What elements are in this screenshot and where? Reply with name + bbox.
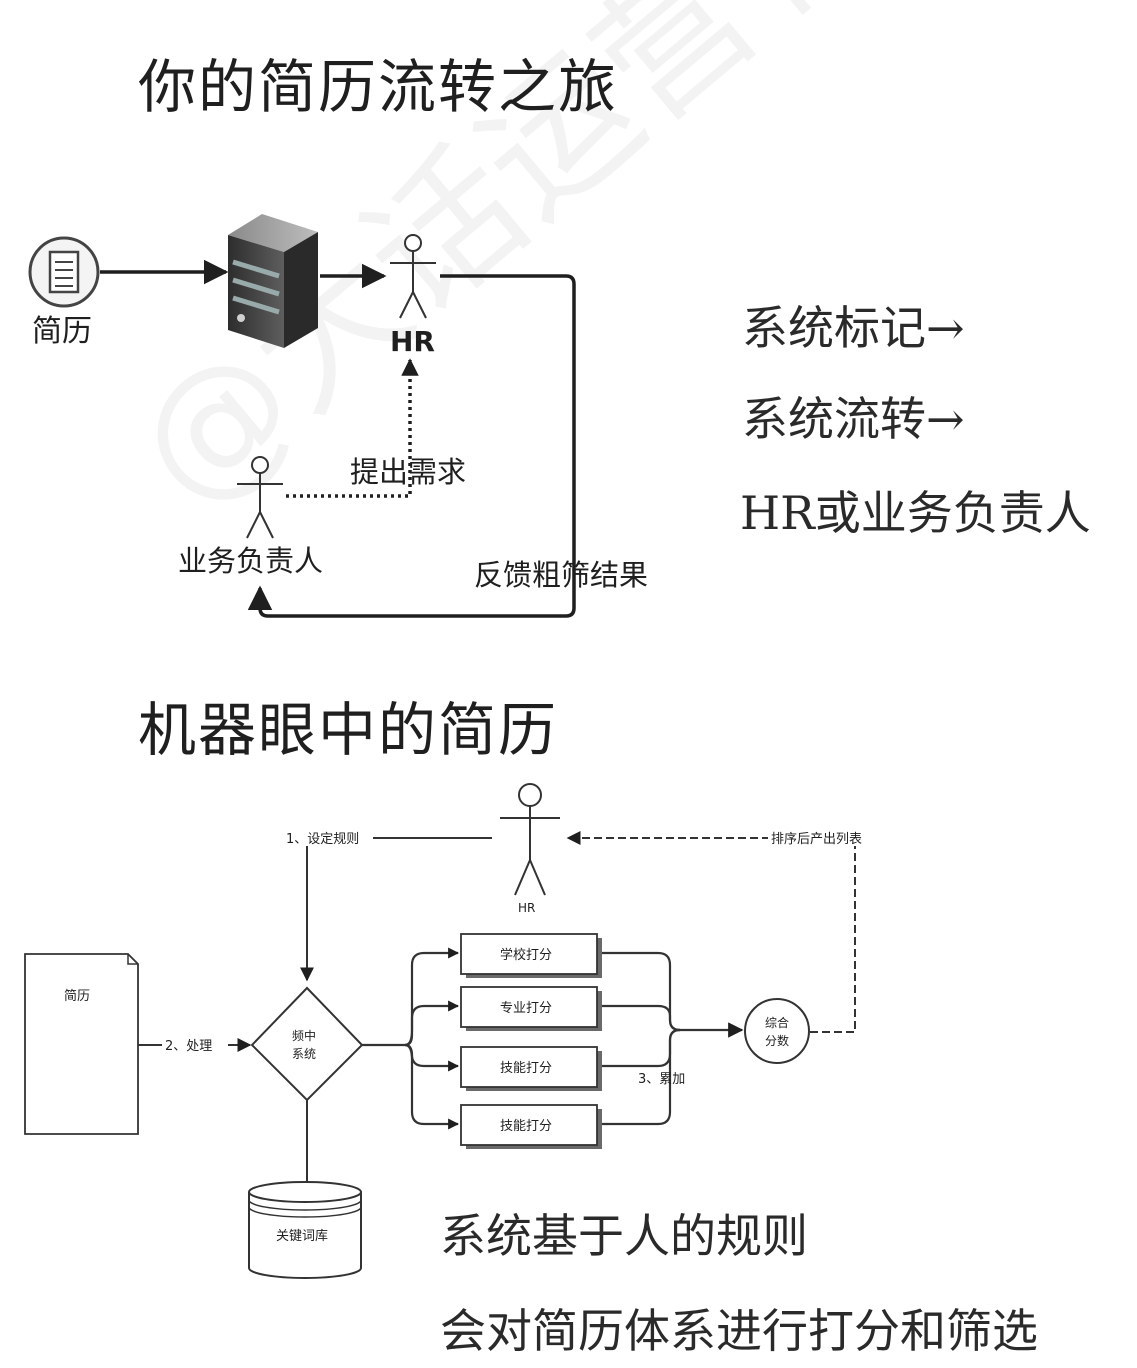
score-skill-1-label: 技能打分 bbox=[500, 1061, 552, 1076]
note-system-mark: 系统标记→ bbox=[742, 301, 965, 355]
resume-icon bbox=[28, 236, 100, 308]
score-skill-2-label: 技能打分 bbox=[500, 1119, 552, 1134]
set-rules-label: 1、设定规则 bbox=[286, 832, 359, 847]
request-label: 提出需求 bbox=[350, 455, 466, 489]
system-diamond bbox=[250, 986, 364, 1102]
arrow-feedback bbox=[247, 274, 576, 618]
fan-out-lines bbox=[362, 947, 460, 1130]
score-box-skill-1 bbox=[460, 1046, 602, 1091]
resume-doc-label: 简历 bbox=[64, 988, 90, 1004]
note-system-flow: 系统流转→ bbox=[742, 392, 965, 446]
keyword-database-icon bbox=[248, 1181, 362, 1279]
score-box-school bbox=[460, 933, 602, 978]
score-school-label: 学校打分 bbox=[500, 947, 552, 963]
total-score-circle bbox=[744, 998, 810, 1064]
server-icon bbox=[228, 214, 318, 348]
score-box-skill-2 bbox=[460, 1104, 602, 1149]
hr-label-2: HR bbox=[518, 901, 535, 915]
section2-title: 机器眼中的简历 bbox=[138, 696, 559, 764]
resume-document-icon bbox=[24, 953, 139, 1135]
system-label-line2: 系统 bbox=[292, 1047, 316, 1061]
keyword-db-label: 关键词库 bbox=[276, 1228, 328, 1244]
resume-label: 简历 bbox=[32, 314, 92, 349]
hr-person-icon-2 bbox=[500, 783, 560, 896]
note-scoring-filter: 会对简历体系进行打分和筛选 bbox=[440, 1304, 1038, 1358]
score-major-label: 专业打分 bbox=[500, 1001, 552, 1016]
feedback-label: 反馈粗筛结果 bbox=[474, 558, 648, 592]
note-hr-or-owner: HR或业务负责人 bbox=[740, 486, 1091, 540]
score-box-major bbox=[460, 986, 602, 1031]
hr-person-icon bbox=[390, 234, 436, 319]
total-label-line2: 分数 bbox=[765, 1033, 789, 1048]
system-label-line1: 频中 bbox=[292, 1028, 316, 1043]
hr-label: HR bbox=[390, 325, 435, 358]
note-system-rules: 系统基于人的规则 bbox=[440, 1209, 808, 1263]
section1-title: 你的简历流转之旅 bbox=[138, 53, 619, 121]
business-owner-label: 业务负责人 bbox=[178, 544, 323, 578]
process-label: 2、处理 bbox=[165, 1039, 212, 1054]
business-owner-person-icon bbox=[237, 456, 283, 539]
sorted-list-label: 排序后产出列表 bbox=[771, 832, 862, 847]
merge-lines bbox=[602, 951, 744, 1126]
accumulate-label: 3、累加 bbox=[638, 1072, 685, 1087]
arrow-sorted-list bbox=[566, 831, 856, 1033]
total-label-line1: 综合 bbox=[765, 1015, 789, 1030]
